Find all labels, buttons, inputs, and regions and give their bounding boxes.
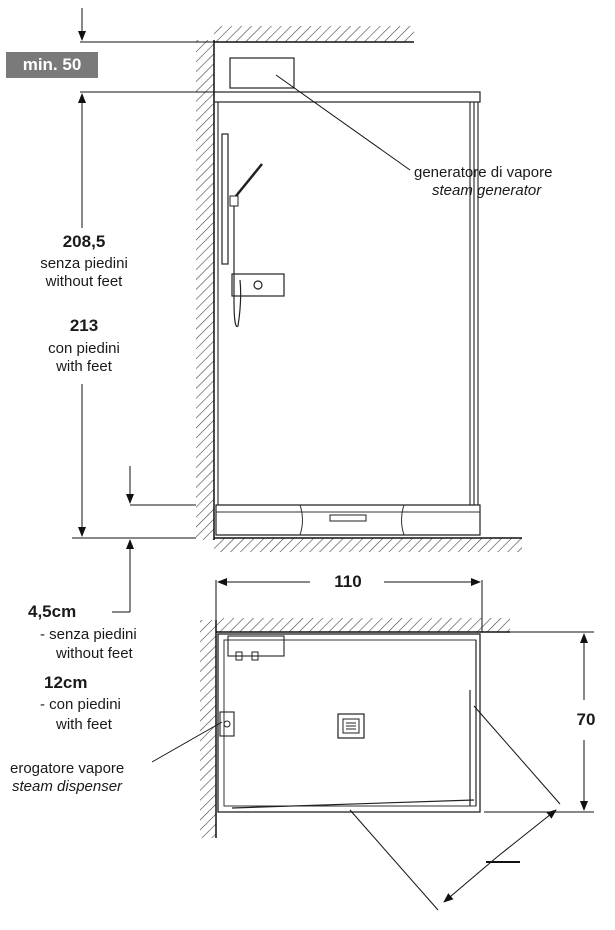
steam-dispenser-label-en: steam dispenser xyxy=(12,778,123,795)
shower-tray xyxy=(215,504,481,536)
plan-left-wall-hatch xyxy=(200,620,216,838)
base-without-feet-value: 4,5cm xyxy=(28,602,77,621)
plan-cabin-outline xyxy=(217,633,481,813)
ceiling-hatch xyxy=(214,26,414,42)
left-wall-hatch xyxy=(196,40,214,540)
steam-generator-box xyxy=(229,57,295,89)
drain-grate-icon xyxy=(337,713,365,739)
opening-arrow-top xyxy=(496,809,557,858)
plan-steam-dispenser xyxy=(219,711,235,737)
height-without-feet-value: 208,5 xyxy=(62,232,106,251)
steam-dispenser-label-it: erogatore vapore xyxy=(10,760,125,777)
opening-arrow-bottom xyxy=(443,856,498,903)
steam-dispenser-leader xyxy=(151,721,223,763)
drain-outlet xyxy=(329,514,367,522)
height-with-feet-label-en: with feet xyxy=(56,358,112,375)
base-with-feet-label-it: - con piedini xyxy=(40,696,121,713)
height-without-feet-label-en: without feet xyxy=(45,273,123,290)
floor-hatch xyxy=(214,538,522,552)
base-with-feet-label-en: with feet xyxy=(56,716,112,733)
plan-width-value: 110 xyxy=(334,572,362,591)
elevation-view xyxy=(72,8,522,613)
steam-generator-label-it: generatore di vapore xyxy=(414,164,553,181)
plan-depth-value: 70 xyxy=(576,710,596,729)
shower-rail xyxy=(221,133,229,265)
steam-generator-label-en: steam generator xyxy=(432,182,542,199)
base-with-feet-value: 12cm xyxy=(44,673,88,692)
shower-hose xyxy=(233,206,242,328)
height-with-feet-value: 213 xyxy=(69,316,99,335)
cabin-top-rail xyxy=(213,91,481,103)
min-clearance-badge: min. 50 xyxy=(6,52,98,78)
plan-control-panel xyxy=(227,635,285,657)
plan-back-wall-hatch xyxy=(216,618,510,632)
base-without-feet-label-it: - senza piedini xyxy=(40,626,137,643)
height-with-feet-label-it: con piedini xyxy=(48,340,120,357)
height-without-feet-label-it: senza piedini xyxy=(40,255,128,272)
control-panel xyxy=(231,273,285,297)
base-without-feet-label-en: without feet xyxy=(56,645,133,662)
steam-generator-leader xyxy=(275,74,411,171)
plan-view xyxy=(151,578,594,911)
